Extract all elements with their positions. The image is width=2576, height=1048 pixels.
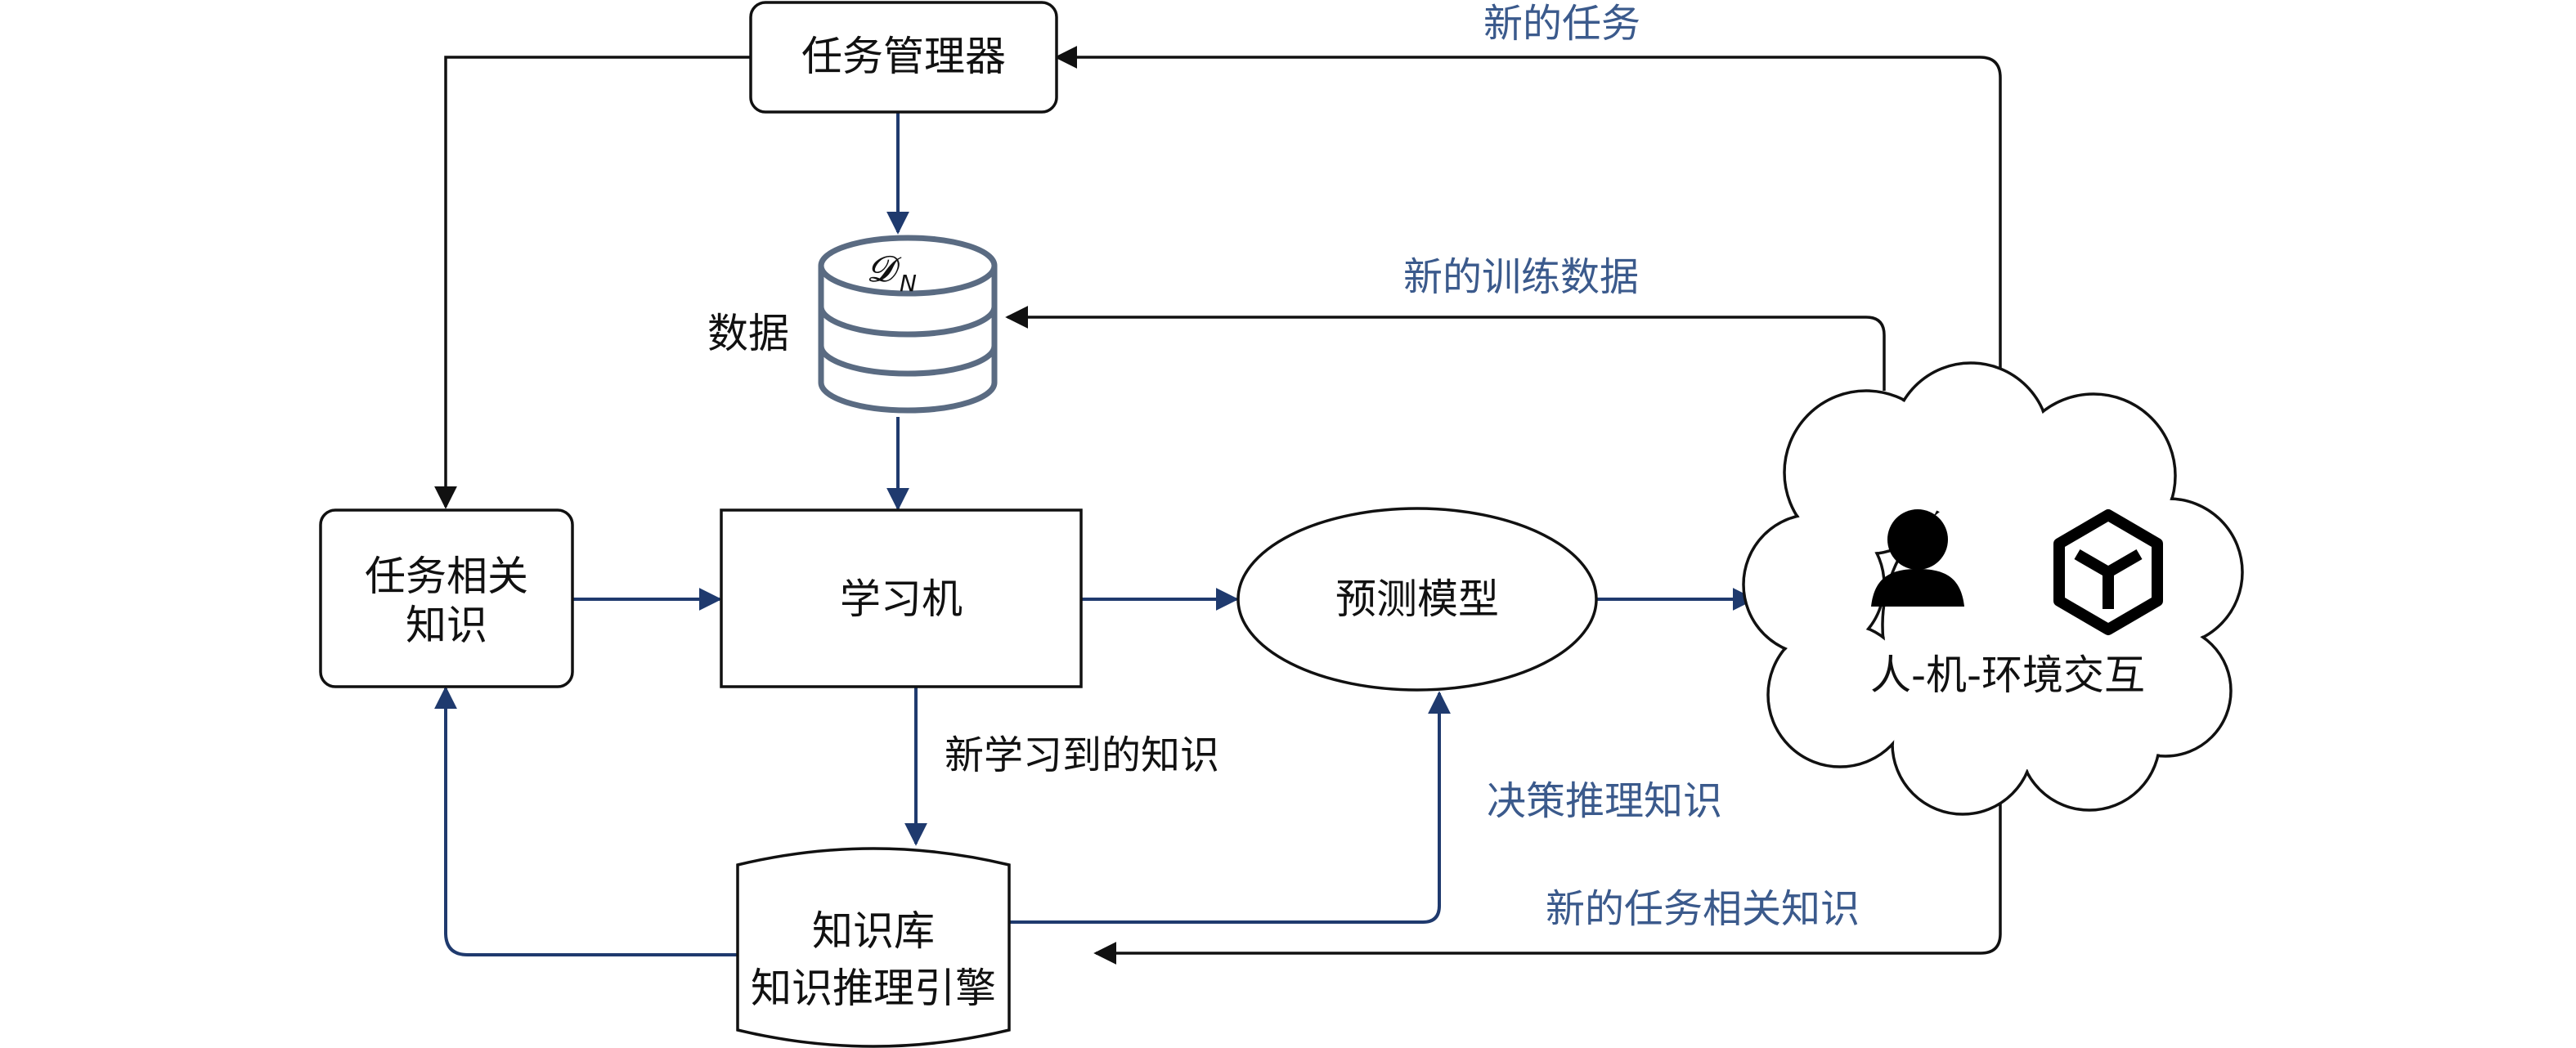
edge-label-decision-reasoning: 决策推理知识 xyxy=(1487,778,1722,824)
edge-kb-to-taskknowledge xyxy=(434,686,738,956)
node-interaction-cloud: 人-机-环境交互 xyxy=(1742,361,2244,816)
node-task-knowledge: 任务相关 知识 xyxy=(319,508,574,688)
node-knowledge-base: 知识库 知识推理引擎 xyxy=(736,847,1011,1048)
edge-interaction-to-taskmgr xyxy=(1054,46,2002,399)
cube-icon xyxy=(2053,509,2163,635)
edge-taskmgr-to-taskknowledge xyxy=(434,56,751,509)
interaction-label: 人-机-环境交互 xyxy=(1870,652,2145,699)
edge-interaction-to-data xyxy=(1005,306,1886,391)
learner-label: 学习机 xyxy=(840,576,963,623)
task-knowledge-line1: 任务相关 xyxy=(365,553,528,600)
kb-line1: 知识库 xyxy=(812,907,935,955)
node-data-store: 𝓓 N xyxy=(818,235,998,414)
node-learner: 学习机 xyxy=(720,508,1083,688)
task-knowledge-line2: 知识 xyxy=(406,602,487,649)
kb-line2: 知识推理引擎 xyxy=(751,965,996,1012)
node-task-manager: 任务管理器 xyxy=(749,1,1058,114)
person-icon xyxy=(1871,509,1964,607)
task-manager-label: 任务管理器 xyxy=(801,33,1006,80)
edge-kb-to-model xyxy=(1009,691,1451,924)
data-subscript: N xyxy=(900,270,917,297)
data-label: 数据 xyxy=(707,310,789,357)
edge-label-new-learned-knowledge: 新学习到的知识 xyxy=(945,732,1219,778)
edge-label-new-training-data: 新的训练数据 xyxy=(1403,254,1639,300)
edge-label-new-task-knowledge: 新的任务相关知识 xyxy=(1546,886,1860,932)
predict-model-label: 预测模型 xyxy=(1335,576,1499,623)
edge-interaction-to-kb xyxy=(1093,773,2002,965)
node-predict-model: 预测模型 xyxy=(1236,507,1598,692)
edge-label-new-task: 新的任务 xyxy=(1483,1,1640,47)
